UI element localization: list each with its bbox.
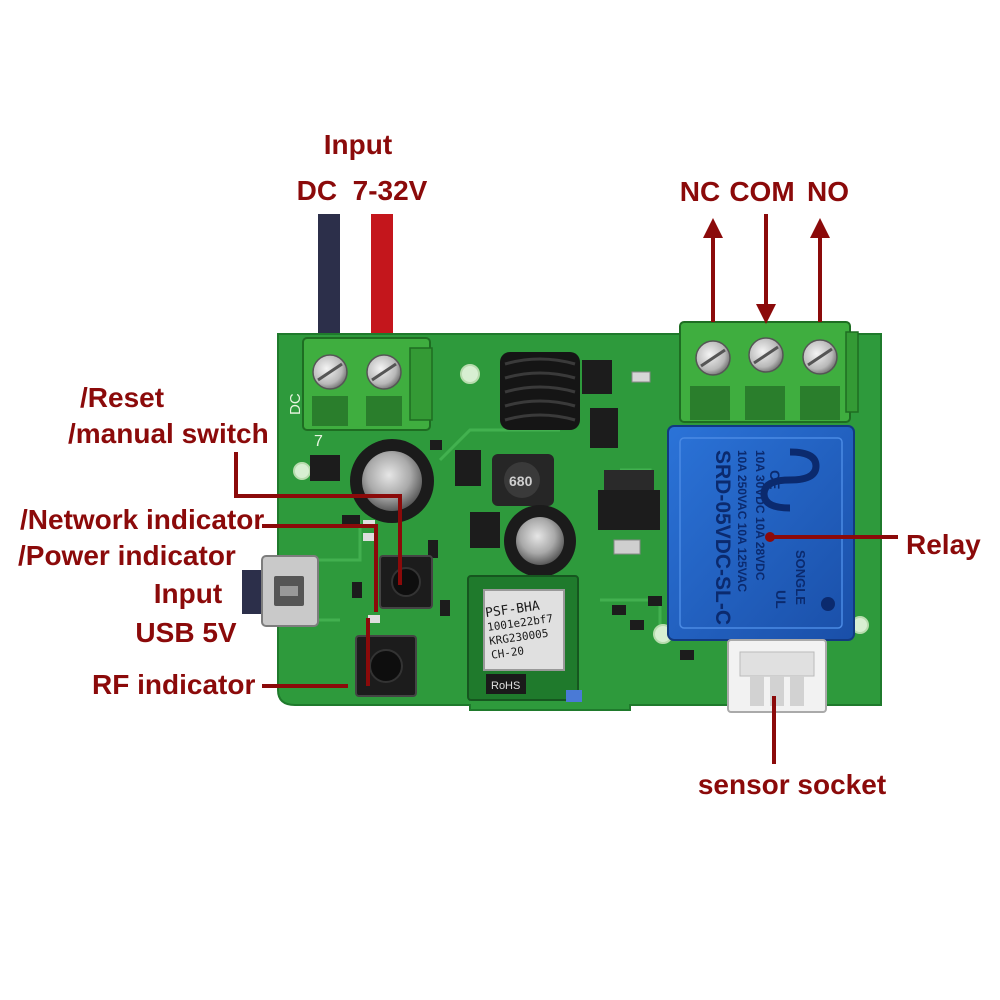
sensor-socket: [727, 639, 827, 713]
crystal: [631, 371, 651, 383]
svg-text:SONGLE: SONGLE: [793, 550, 808, 605]
crystal: [613, 539, 641, 555]
reset-button[interactable]: [379, 555, 433, 609]
svg-text:10A 250VAC 10A 125VAC: 10A 250VAC 10A 125VAC: [735, 450, 749, 592]
label-power-indicator: /Power indicator: [18, 540, 236, 571]
relay-component: SRD-05VDC-SL-C 10A 250VAC 10A 125VAC 10A…: [667, 425, 855, 641]
label-input-dc-line1: Input: [324, 129, 392, 160]
power-led: [363, 533, 375, 541]
ic-chip: [590, 408, 618, 448]
label-relay: Relay: [906, 529, 981, 560]
ic-chip: [470, 512, 500, 548]
inductor: 680: [492, 454, 554, 506]
usb-connector: [242, 555, 319, 627]
silk-seven: 7: [314, 433, 323, 450]
label-input-dc-line2: DC 7-32V: [297, 175, 428, 206]
svg-text:680: 680: [509, 473, 533, 489]
label-usb-5v: USB 5V: [135, 617, 236, 648]
ic-chip: [455, 450, 481, 486]
mosfet: [310, 455, 340, 481]
regulator-tab: [604, 470, 654, 490]
label-sensor-socket: sensor socket: [698, 769, 886, 800]
ic-chip: [582, 360, 612, 394]
ul-mark-icon: UL: [773, 590, 789, 609]
svg-text:CH-20: CH-20: [490, 644, 525, 661]
rf-antenna-coil: [500, 352, 580, 430]
ce-mark-icon: CE: [767, 470, 783, 489]
label-rf-indicator: RF indicator: [92, 669, 255, 700]
dc-terminal-block: [302, 337, 433, 431]
wifi-module: PSF-BHA 1001e22bf7 KRG230005 CH-20 RoHS: [467, 575, 582, 702]
label-nc: NC: [680, 176, 720, 207]
rf-led: [368, 615, 380, 623]
label-network-indicator: /Network indicator: [20, 504, 264, 535]
relay-pointer-dot: [765, 532, 775, 542]
mounting-hole: [293, 462, 311, 480]
svg-text:10A 30VDC 10A 28VDC: 10A 30VDC 10A 28VDC: [753, 450, 767, 581]
mounting-hole: [460, 364, 480, 384]
label-com: COM: [729, 176, 794, 207]
wire-positive: [371, 214, 393, 344]
leader-lines: [234, 214, 898, 764]
svg-text:RoHS: RoHS: [491, 680, 520, 692]
regulator: [598, 490, 660, 530]
rf-button[interactable]: [355, 635, 417, 697]
label-no: NO: [807, 176, 849, 207]
electrolytic-capacitor: [504, 505, 576, 577]
electrolytic-capacitor: [350, 439, 434, 523]
label-manual-switch: /manual switch: [68, 418, 269, 449]
svg-text:SRD-05VDC-SL-C: SRD-05VDC-SL-C: [711, 450, 734, 625]
label-usb-input: Input: [154, 578, 222, 609]
label-reset: /Reset: [80, 382, 164, 413]
relay-terminal-block: [679, 321, 859, 423]
silk-dc: DC: [287, 393, 304, 415]
wire-negative: [318, 214, 340, 344]
songle-s-logo-icon: [760, 448, 820, 512]
